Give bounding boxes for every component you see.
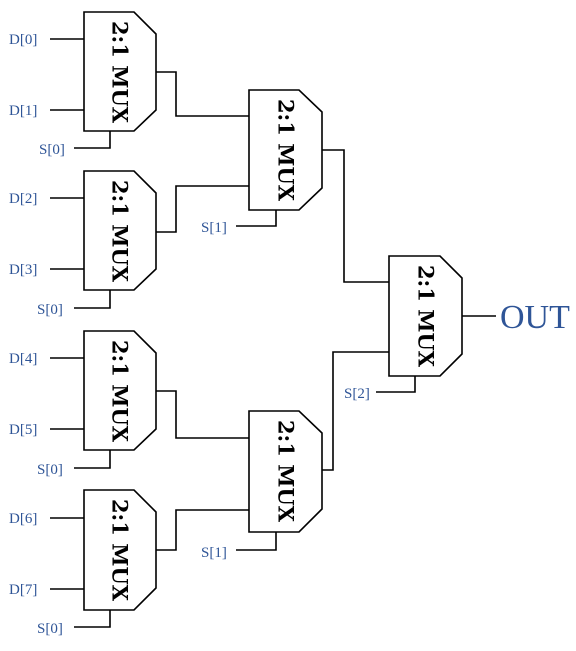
input-label-d1: D[1] xyxy=(9,103,37,119)
mux-3: 2:1 MUX xyxy=(83,330,157,451)
wire-mux4-to-mux6 xyxy=(156,509,249,551)
wire-sel-mux3 xyxy=(74,450,111,469)
mux-label: 2:1 MUX xyxy=(274,99,299,202)
input-label-d2: D[2] xyxy=(9,191,37,207)
wires xyxy=(50,38,496,628)
wire-mux1-to-mux5 xyxy=(156,71,249,117)
mux-2: 2:1 MUX xyxy=(83,170,157,291)
input-label-d6: D[6] xyxy=(9,511,37,527)
input-labels: D[0] D[1] D[2] D[3] D[4] D[5] D[6] D[7] xyxy=(9,32,37,598)
wire-sel-mux4 xyxy=(74,610,111,628)
wire-sel-mux1 xyxy=(74,131,111,149)
mux-label: 2:1 MUX xyxy=(414,265,439,368)
input-label-d0: D[0] xyxy=(9,32,37,48)
select-labels: S[0] S[0] S[0] S[0] S[1] S[1] S[2] xyxy=(37,142,370,637)
select-label-mux6: S[1] xyxy=(201,545,227,561)
mux-label: 2:1 MUX xyxy=(108,180,133,283)
wire-mux6-to-mux7 xyxy=(322,351,389,471)
wire-mux5-to-mux7 xyxy=(322,149,389,283)
mux-6: 2:1 MUX xyxy=(248,410,323,533)
select-label-mux3: S[0] xyxy=(37,462,63,478)
wire-sel-mux6 xyxy=(236,532,277,551)
select-label-mux2: S[0] xyxy=(37,302,63,318)
select-label-mux7: S[2] xyxy=(344,386,370,402)
mux-label: 2:1 MUX xyxy=(108,21,133,124)
mux-7: 2:1 MUX xyxy=(388,255,463,377)
select-label-mux1: S[0] xyxy=(39,142,65,158)
mux-label: 2:1 MUX xyxy=(108,499,133,602)
mux-label: 2:1 MUX xyxy=(274,420,299,523)
select-label-mux4: S[0] xyxy=(37,621,63,637)
wire-sel-mux2 xyxy=(74,290,111,309)
mux-label: 2:1 MUX xyxy=(108,340,133,443)
wire-mux2-to-mux5 xyxy=(156,185,249,233)
wire-sel-mux5 xyxy=(236,210,277,227)
mux-5: 2:1 MUX xyxy=(248,89,323,211)
input-label-d7: D[7] xyxy=(9,582,37,598)
input-label-d3: D[3] xyxy=(9,262,37,278)
select-label-mux5: S[1] xyxy=(201,220,227,236)
output-label: OUT xyxy=(500,299,570,336)
wire-sel-mux7 xyxy=(376,376,416,393)
mux-4: 2:1 MUX xyxy=(83,489,157,611)
input-label-d5: D[5] xyxy=(9,422,37,438)
input-label-d4: D[4] xyxy=(9,351,37,367)
mux-1: 2:1 MUX xyxy=(83,11,157,132)
wire-mux3-to-mux6 xyxy=(156,390,249,439)
